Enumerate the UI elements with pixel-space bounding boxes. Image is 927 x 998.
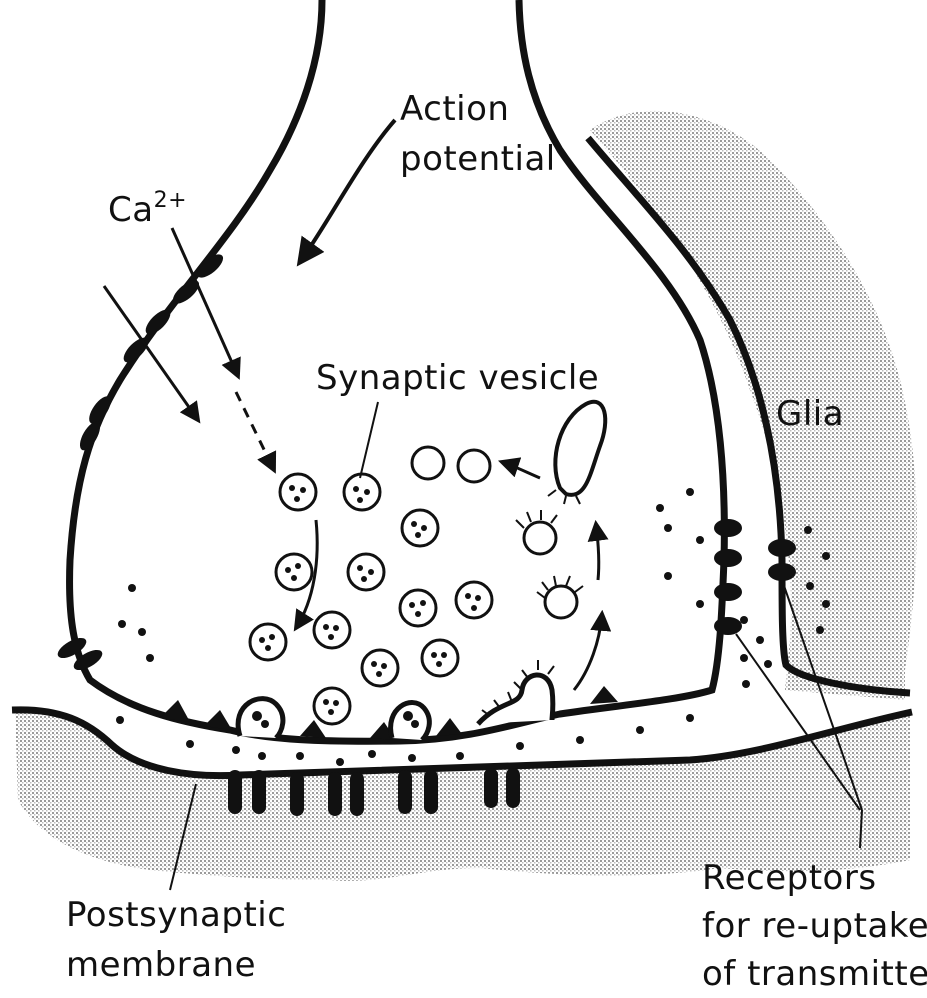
postsynaptic-membrane-label: Postsynaptic membrane: [66, 890, 286, 990]
receptors-line-2: for re-uptake: [702, 902, 927, 950]
glia-label: Glia: [776, 392, 844, 436]
action-potential-line-2: potential: [400, 134, 556, 184]
calcium-symbol: Ca: [108, 190, 154, 230]
synaptic-vesicle-label: Synaptic vesicle: [316, 356, 599, 400]
receptors-label: Receptors for re-uptake of transmitter: [702, 854, 927, 998]
receptors-line-1: Receptors: [702, 854, 927, 902]
action-potential-label: Action potential: [400, 84, 556, 184]
action-potential-line-1: Action: [400, 84, 556, 134]
postsynaptic-line-2: membrane: [66, 940, 286, 990]
calcium-charge: 2+: [154, 188, 187, 213]
calcium-label: Ca2+: [108, 188, 187, 232]
postsynaptic-line-1: Postsynaptic: [66, 890, 286, 940]
